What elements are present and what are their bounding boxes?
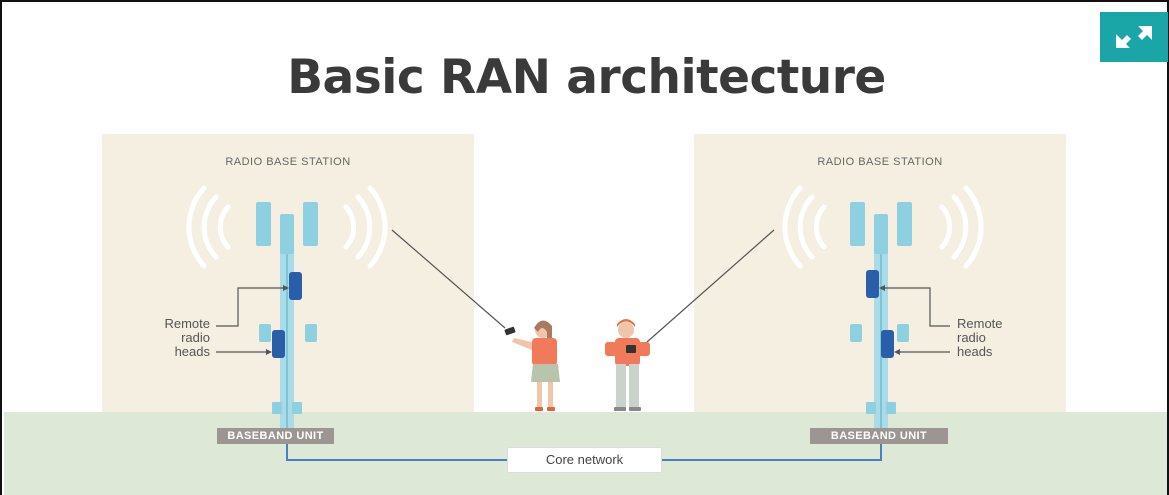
expand-arrows-icon — [1116, 26, 1152, 48]
expand-button[interactable] — [1100, 12, 1168, 62]
right-tower — [782, 185, 984, 432]
right-radio-waves-icon — [782, 185, 984, 269]
left-baseband-unit: BASEBAND UNIT — [217, 428, 334, 444]
right-rrh-line-3: heads — [957, 344, 993, 359]
left-rrh-line-2: radio — [181, 330, 210, 345]
left-radio-waves-icon — [186, 185, 388, 269]
right-radio-head-lower — [881, 330, 894, 358]
person-woman-icon — [504, 320, 560, 411]
right-rrh-label: Remote radio heads — [957, 317, 1037, 359]
right-rrh-line-2: radio — [957, 330, 986, 345]
left-rrh-label: Remote radio heads — [140, 317, 210, 359]
right-signal-line — [646, 229, 775, 343]
person-man-icon — [605, 319, 650, 411]
left-rrh-line-1: Remote — [164, 316, 210, 331]
left-radio-head-upper — [289, 272, 302, 300]
diagram-title: Basic RAN architecture — [287, 50, 886, 105]
right-radio-head-upper — [866, 270, 879, 298]
left-signal-line — [391, 229, 506, 329]
core-network-box: Core network — [507, 447, 662, 473]
right-baseband-unit: BASEBAND UNIT — [810, 428, 948, 444]
left-station-label: RADIO BASE STATION — [225, 156, 351, 168]
right-rrh-line-1: Remote — [957, 316, 1003, 331]
left-radio-head-lower — [272, 330, 285, 358]
left-rrh-line-3: heads — [174, 344, 210, 359]
right-station-label: RADIO BASE STATION — [817, 156, 943, 168]
left-tower — [186, 185, 388, 432]
